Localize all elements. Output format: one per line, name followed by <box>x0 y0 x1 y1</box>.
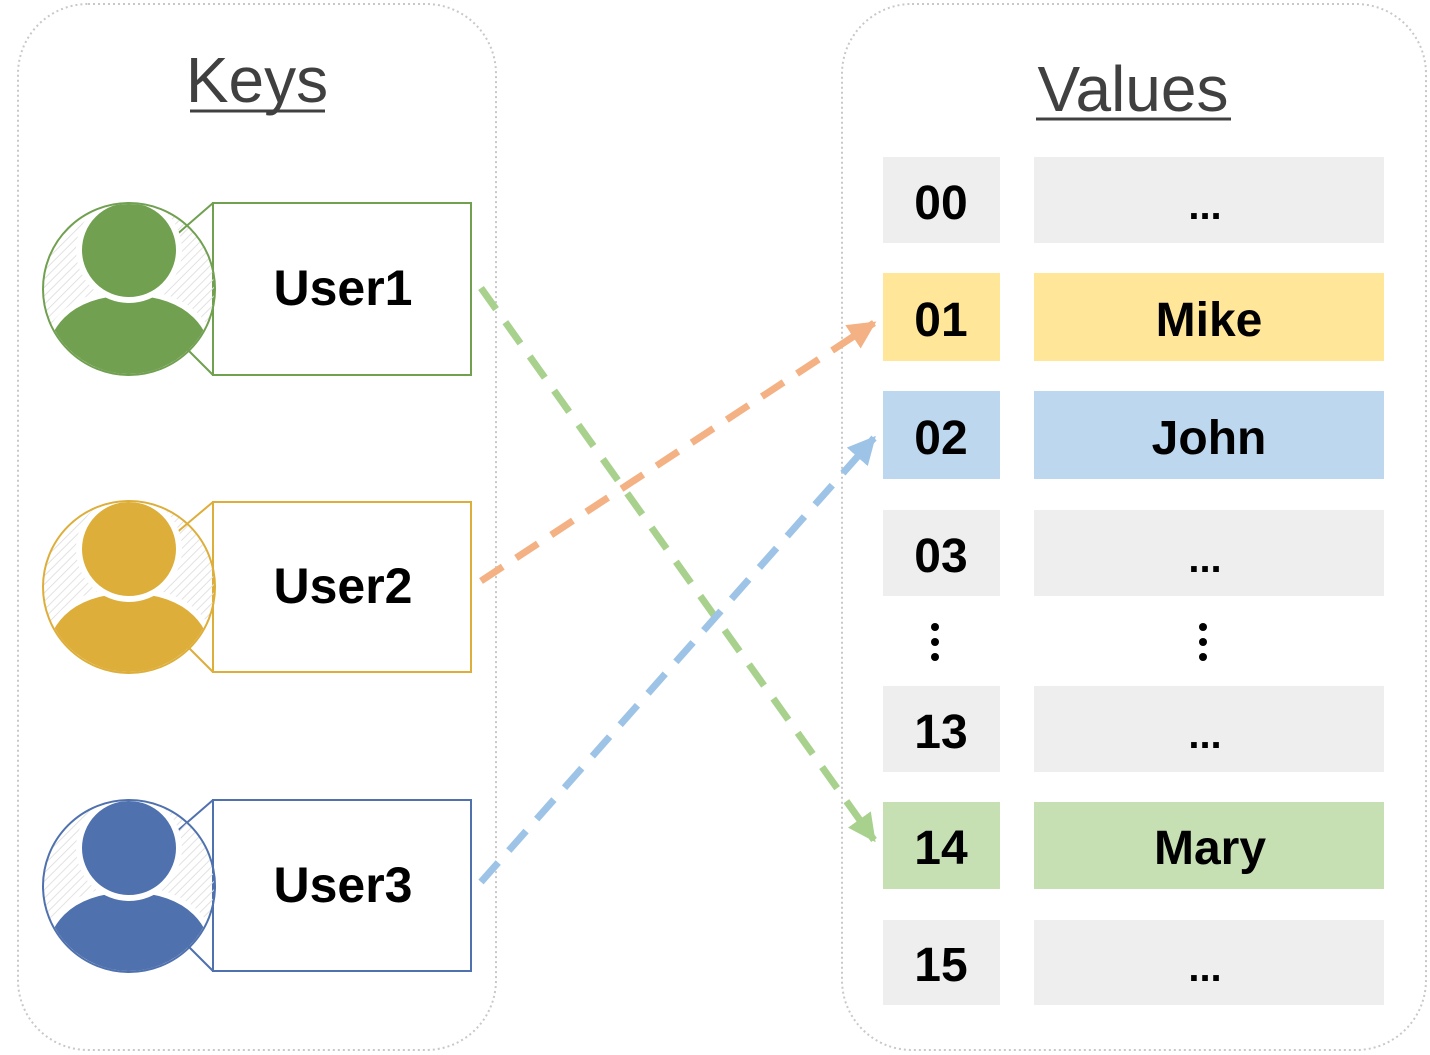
value-cell <box>1034 920 1384 1005</box>
row-00: 00 ... <box>883 157 1384 243</box>
row-01: 01 Mike <box>883 273 1384 361</box>
index-label: 03 <box>914 530 967 583</box>
row-13: 13 ... <box>883 686 1384 772</box>
values-panel <box>841 3 1427 1051</box>
user2-label-box <box>212 501 472 673</box>
user2-label: User2 <box>274 558 413 614</box>
value-label: ... <box>1188 184 1221 228</box>
keys-panel <box>17 3 497 1051</box>
user2-key: User2 <box>42 500 472 674</box>
value-cell <box>1034 391 1384 479</box>
user3-label-box <box>212 799 472 972</box>
arrow-user3-to-02 <box>478 435 877 885</box>
person-icon <box>44 502 214 672</box>
index-cell <box>883 510 1000 596</box>
user3-label: User3 <box>274 857 413 913</box>
keys-title: Keys <box>186 44 328 116</box>
index-label: 01 <box>914 294 967 347</box>
row-02: 02 John <box>883 391 1384 479</box>
index-label: 15 <box>914 939 967 992</box>
index-cell <box>883 273 1000 361</box>
row-14: 14 Mary <box>883 802 1384 889</box>
value-cell <box>1034 510 1384 596</box>
index-label: 00 <box>914 177 967 230</box>
values-title: Values <box>1038 53 1229 125</box>
value-cell <box>1034 273 1384 361</box>
value-cell <box>1034 686 1384 772</box>
user1-label: User1 <box>274 260 413 316</box>
index-cell <box>883 157 1000 243</box>
value-label: Mike <box>1156 294 1263 347</box>
user1-label-box <box>212 202 472 376</box>
user1-key: User1 <box>42 202 472 376</box>
value-label: Mary <box>1154 822 1266 875</box>
user3-key: User3 <box>42 799 472 973</box>
arrow-user1-to-14 <box>478 285 877 843</box>
row-15: 15 ... <box>883 920 1384 1005</box>
index-label: 02 <box>914 412 967 465</box>
value-cell <box>1034 157 1384 243</box>
value-label: ... <box>1188 946 1221 990</box>
value-cell <box>1034 802 1384 889</box>
arrow-user2-to-01 <box>479 320 877 584</box>
row-03: 03 ... <box>883 510 1384 596</box>
index-cell <box>883 391 1000 479</box>
index-cell <box>883 920 1000 1005</box>
index-label: 14 <box>914 822 968 875</box>
index-cell <box>883 686 1000 772</box>
value-label: John <box>1152 412 1267 465</box>
index-cell <box>883 802 1000 889</box>
value-label: ... <box>1188 713 1221 757</box>
index-label: 13 <box>914 706 967 759</box>
ellipsis-vertical-icon <box>931 623 1207 661</box>
value-label: ... <box>1188 537 1221 581</box>
